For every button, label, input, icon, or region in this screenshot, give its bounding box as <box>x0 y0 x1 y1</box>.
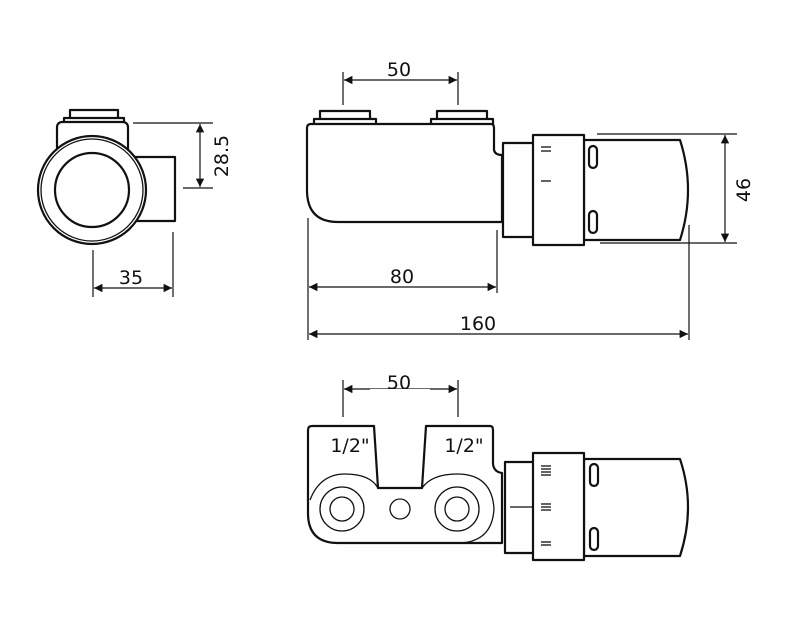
thread-label-left: 1/2" <box>330 435 369 457</box>
dim-height-28-5: 28.5 <box>211 135 233 177</box>
end-view: 28.5 35 <box>36 108 233 297</box>
dim-spacing-50-bottom: 50 <box>387 372 411 394</box>
dim-head-46: 46 <box>733 178 755 202</box>
dim-body-80: 80 <box>390 266 414 288</box>
dim-spacing-50: 50 <box>387 59 411 81</box>
dim-width-35: 35 <box>119 267 143 289</box>
ring-markings <box>541 465 551 546</box>
bottom-view: 50 1/2" 1/2" <box>306 372 690 562</box>
side-view: 50 46 80 160 <box>305 59 755 340</box>
thread-label-right: 1/2" <box>444 435 483 457</box>
dim-total-160: 160 <box>460 313 496 335</box>
